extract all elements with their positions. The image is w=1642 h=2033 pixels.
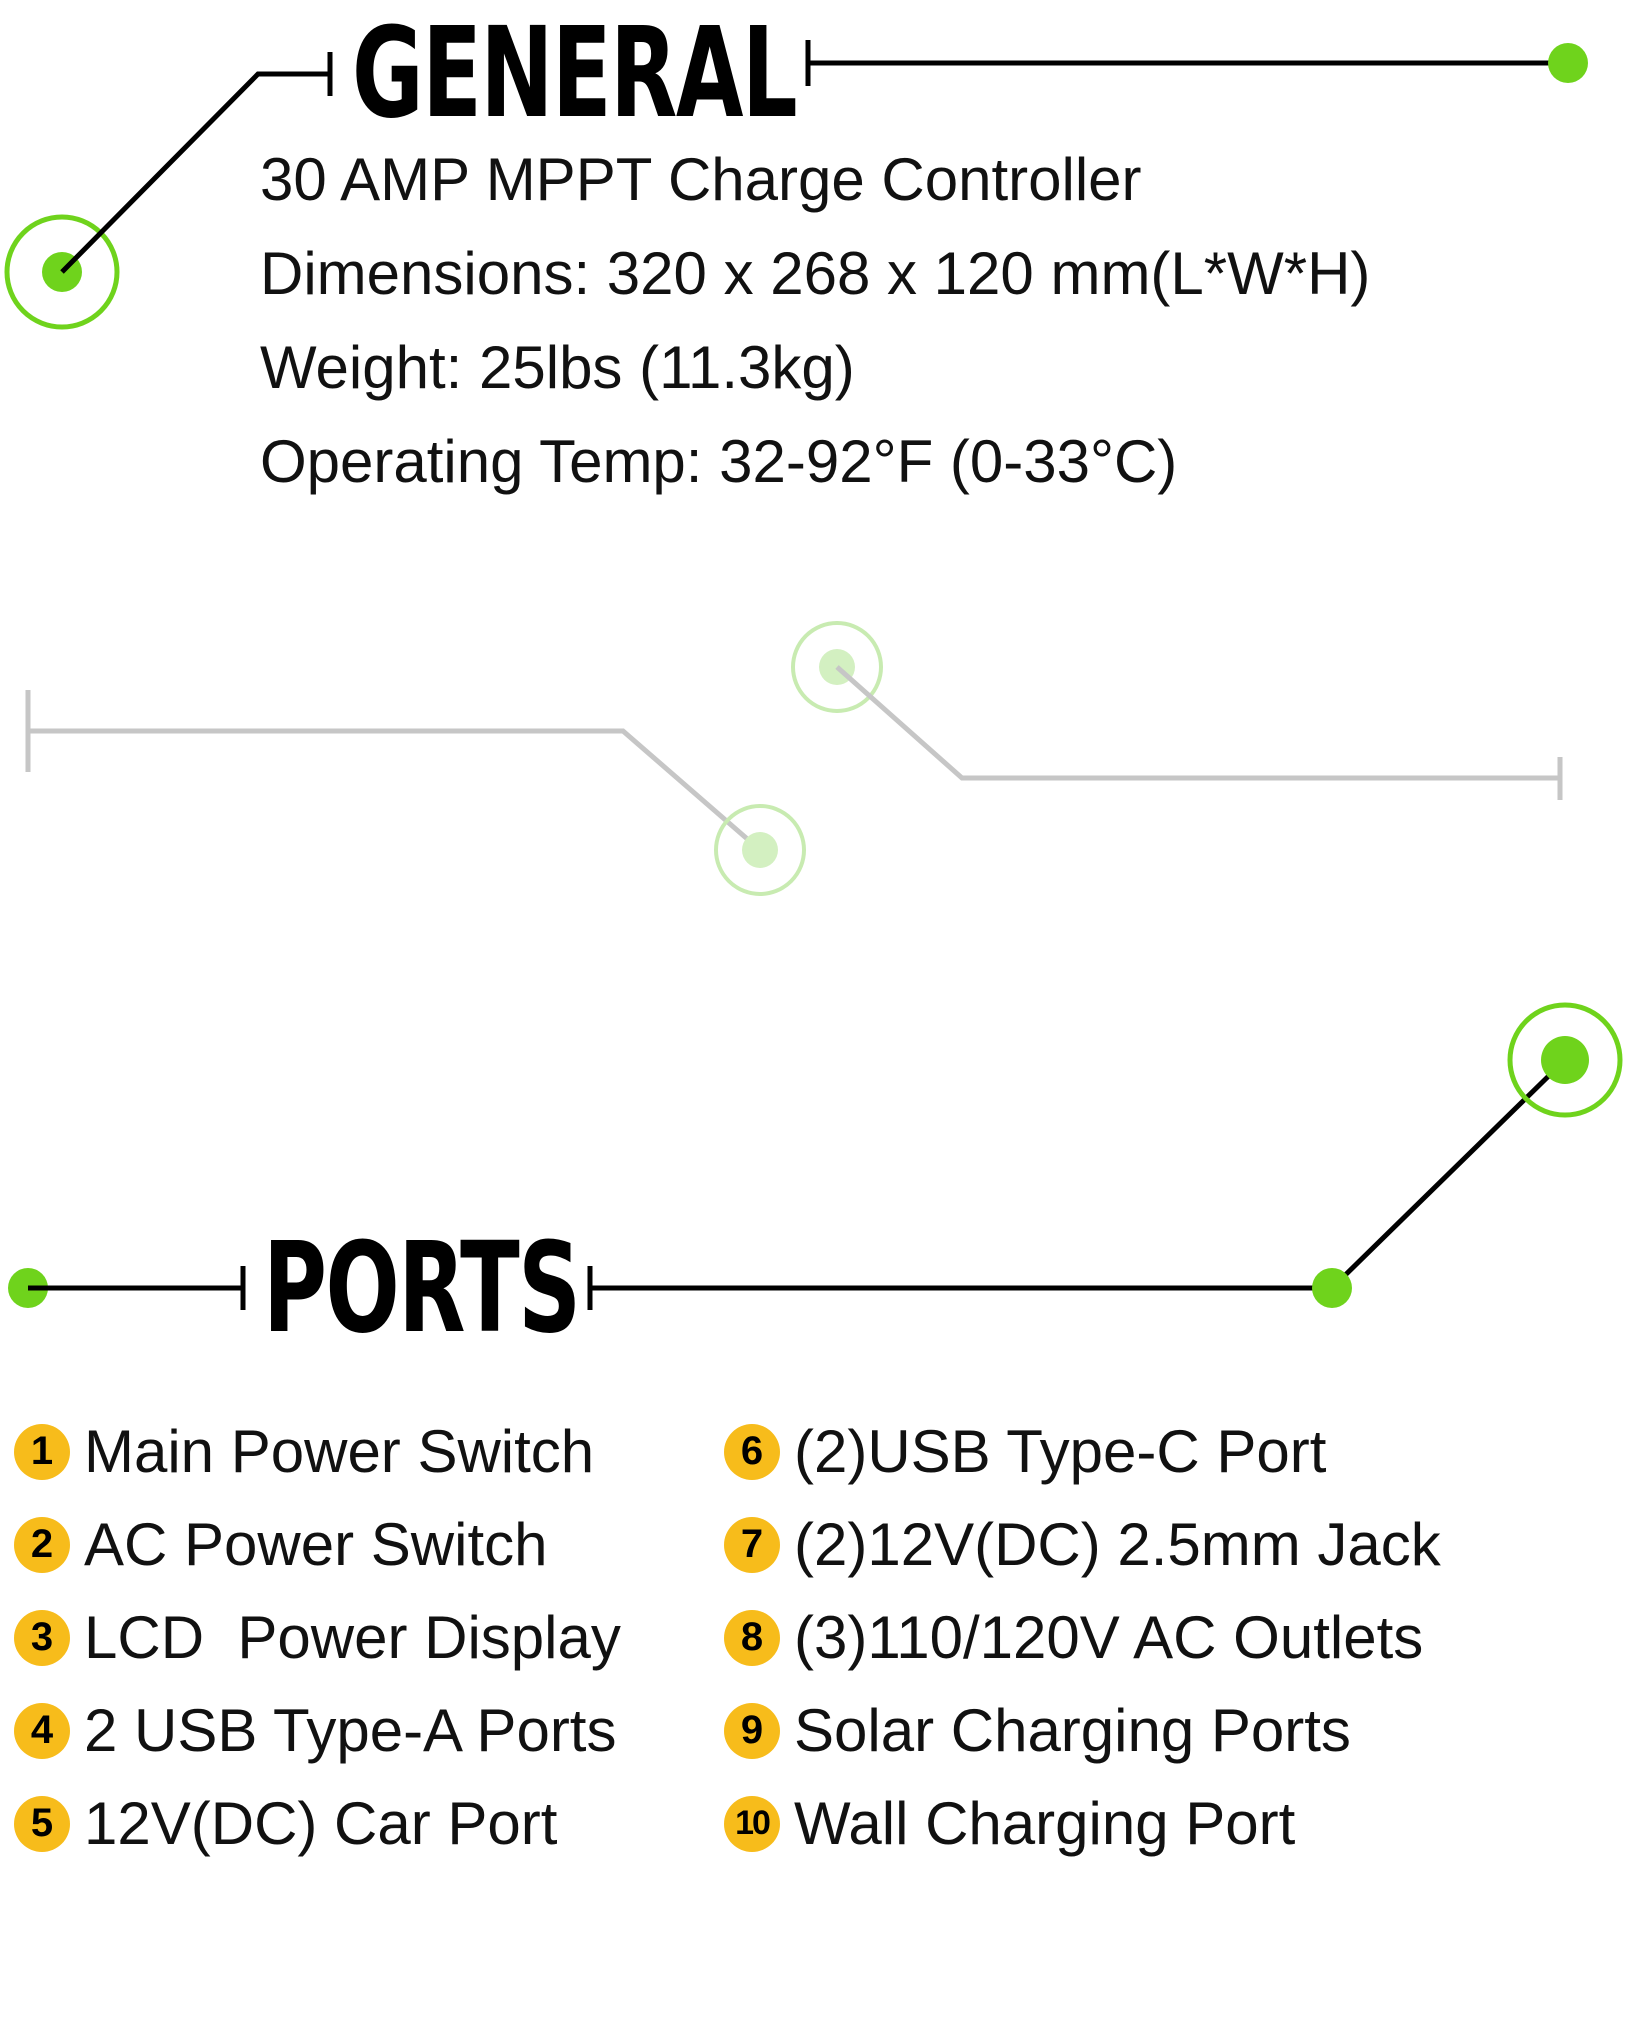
number-badge: 8: [724, 1609, 780, 1666]
ports-connector-right: [587, 1002, 1623, 1310]
general-connector-right: [805, 40, 1588, 86]
number-badge: 7: [724, 1516, 780, 1573]
port-label: Main Power Switch: [84, 1417, 595, 1485]
port-label: AC Power Switch: [84, 1510, 548, 1578]
port-label: Wall Charging Port: [794, 1789, 1296, 1857]
general-specs: 30 AMP MPPT Charge Controller Dimensions…: [260, 142, 1370, 518]
port-item: 8 (3)110/120V AC Outlets: [724, 1591, 1441, 1684]
spec-dimensions: Dimensions: 320 x 268 x 120 mm(L*W*H): [260, 240, 1371, 307]
number-badge: 4: [14, 1702, 70, 1759]
middle-decor-left: [25, 690, 806, 896]
number-badge: 6: [724, 1423, 780, 1480]
number-badge: 2: [14, 1516, 70, 1573]
number-badge: 1: [14, 1423, 70, 1480]
port-item: 1 Main Power Switch: [14, 1405, 621, 1498]
number-badge: 10: [724, 1795, 780, 1852]
port-item: 7 (2)12V(DC) 2.5mm Jack: [724, 1498, 1441, 1591]
middle-decor-right: [791, 621, 1563, 800]
port-item: 4 2 USB Type-A Ports: [14, 1684, 621, 1777]
port-item: 5 12V(DC) Car Port: [14, 1777, 621, 1870]
spec-weight: Weight: 25lbs (11.3kg): [260, 334, 855, 401]
port-label: LCD Power Display: [84, 1603, 621, 1671]
port-label: (2)12V(DC) 2.5mm Jack: [794, 1510, 1441, 1578]
port-item: 10 Wall Charging Port: [724, 1777, 1441, 1870]
general-heading: GENERAL: [352, 0, 798, 146]
port-label: (3)110/120V AC Outlets: [794, 1603, 1424, 1671]
number-badge: 3: [14, 1609, 70, 1666]
ports-connector-left: [8, 1266, 246, 1310]
number-badge: 5: [14, 1795, 70, 1852]
port-label: Solar Charging Ports: [794, 1696, 1351, 1764]
port-item: 3 LCD Power Display: [14, 1591, 621, 1684]
ports-list-left: 1 Main Power Switch 2 AC Power Switch 3 …: [14, 1405, 621, 1870]
port-label: 12V(DC) Car Port: [84, 1789, 558, 1857]
ports-list-right: 6 (2)USB Type-C Port 7 (2)12V(DC) 2.5mm …: [724, 1405, 1441, 1870]
port-item: 6 (2)USB Type-C Port: [724, 1405, 1441, 1498]
number-badge: 9: [724, 1702, 780, 1759]
spec-product: 30 AMP MPPT Charge Controller: [260, 146, 1142, 213]
port-label: (2)USB Type-C Port: [794, 1417, 1327, 1485]
port-label: 2 USB Type-A Ports: [84, 1696, 617, 1764]
general-connector-left: [4, 52, 333, 330]
port-item: 2 AC Power Switch: [14, 1498, 621, 1591]
spec-operating-temp: Operating Temp: 32-92°F (0-33°C): [260, 428, 1178, 495]
ports-heading: PORTS: [263, 1214, 581, 1361]
port-item: 9 Solar Charging Ports: [724, 1684, 1441, 1777]
